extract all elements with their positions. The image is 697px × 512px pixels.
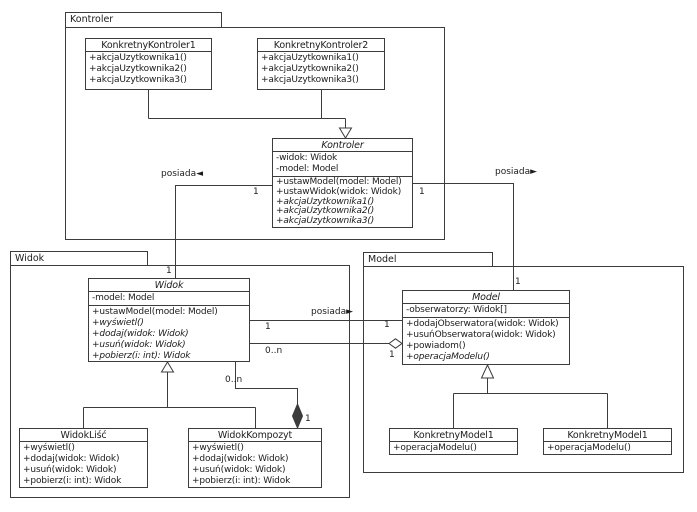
- association-line-kontroler-model: [413, 183, 514, 290]
- composition-line-widok-kompozyt: [235, 362, 298, 404]
- association-label-widok-model: posiada►: [311, 307, 354, 317]
- method-row: +pobierz(i: int): Widok: [92, 351, 191, 361]
- class-methods: +akcjaUzytkownika1() +akcjaUzytkownika2(…: [258, 52, 384, 87]
- method-row: +powiadom(): [406, 341, 466, 351]
- class-widok-kompozyt: WidokKompozyt +wyświetl() +dodaj(widok: …: [188, 428, 322, 488]
- class-methods: +operacjaModelu(): [544, 442, 671, 455]
- method-row: +ustawModel(model: Model): [276, 177, 402, 187]
- class-model: Model -obserwatorzy: Widok[] +dodajObser…: [402, 290, 570, 365]
- class-title: Widok: [89, 279, 249, 292]
- multiplicity-obserwatorzy-widok-end: 0..n: [265, 346, 283, 356]
- method-row: +akcjaUzytkownika2(): [276, 206, 375, 217]
- class-konkretny-model1-left: KonkretnyModel1 +operacjaModelu(): [389, 428, 518, 455]
- multiplicity-widok-model-widok-end: 1: [265, 322, 271, 332]
- class-title: Model: [403, 291, 569, 304]
- attribute-row: -model: Model: [92, 293, 155, 303]
- association-label-kontroler-widok: posiada◄: [161, 169, 204, 179]
- method-row: +operacjaModelu(): [547, 443, 631, 453]
- multiplicity-kontroler-widok-widok-end: 1: [166, 266, 172, 276]
- generalization-arrow-kontroler: [338, 127, 353, 139]
- method-row: +pobierz(i: int): Widok: [23, 476, 122, 486]
- method-row: +dodaj(widok: Widok): [23, 454, 120, 464]
- package-label: Kontroler: [70, 14, 114, 25]
- method-row: +akcjaUzytkownika3(): [261, 75, 359, 85]
- method-row: +akcjaUzytkownika1(): [89, 53, 187, 63]
- generalization-line-model: [453, 378, 608, 428]
- association-label-kontroler-model: posiada►: [495, 167, 538, 177]
- method-row: +akcjaUzytkownika2(): [89, 64, 187, 74]
- class-methods: +akcjaUzytkownika1() +akcjaUzytkownika2(…: [86, 52, 211, 87]
- method-row: +wyświetl(): [192, 443, 244, 453]
- class-attributes: -widok: Widok -model: Model: [273, 152, 412, 177]
- attribute-row: -widok: Widok: [276, 153, 338, 163]
- class-widok: Widok -model: Model +ustawModel(model: M…: [88, 278, 250, 362]
- class-methods: +wyświetl() +dodaj(widok: Widok) +usuń(w…: [189, 442, 321, 488]
- method-row: +usuń(widok: Widok): [23, 465, 117, 475]
- method-row: +akcjaUzytkownika1(): [276, 196, 375, 207]
- method-row: +akcjaUzytkownika3(): [89, 75, 187, 85]
- class-methods: +ustawModel(model: Model) +ustawWidok(wi…: [273, 177, 412, 228]
- class-title: WidokLiść: [20, 429, 147, 442]
- class-title: KonkretnyModel1: [390, 429, 517, 442]
- method-row: +akcjaUzytkownika3(): [276, 216, 375, 227]
- method-row: +usuń(widok: Widok): [92, 340, 186, 350]
- multiplicity-widok-model-model-end: 1: [384, 320, 390, 330]
- class-methods: +dodajObserwatora(widok: Widok) +usuńObs…: [403, 318, 569, 364]
- class-title: WidokKompozyt: [189, 429, 321, 442]
- class-kontroler: Kontroler -widok: Widok -model: Model +u…: [272, 138, 413, 228]
- generalization-line-kontroler: [148, 90, 346, 128]
- multiplicity-kompozycja-widok-end: 0..n: [225, 375, 243, 385]
- attribute-row: -obserwatorzy: Widok[]: [406, 305, 507, 315]
- class-title: KonkretnyModel1: [544, 429, 671, 442]
- multiplicity-kompozycja-kompozyt-end: 1: [305, 414, 311, 424]
- class-konkretny-kontroler1: KonkretnyKontroler1 +akcjaUzytkownika1()…: [85, 38, 212, 90]
- multiplicity-obserwatorzy-model-end: 1: [389, 350, 395, 360]
- class-konkretny-kontroler2: KonkretnyKontroler2 +akcjaUzytkownika1()…: [257, 38, 385, 90]
- class-title: KonkretnyKontroler2: [258, 39, 384, 52]
- class-konkretny-model1-right: KonkretnyModel1 +operacjaModelu(): [543, 428, 672, 455]
- class-title: Kontroler: [273, 139, 412, 152]
- package-label: Widok: [15, 253, 45, 264]
- method-row: +usuńObserwatora(widok: Widok): [406, 330, 556, 340]
- class-methods: +ustawModel(model: Model) +wyświetl() +d…: [89, 306, 249, 363]
- class-methods: +wyświetl() +dodaj(widok: Widok) +usuń(w…: [20, 442, 147, 488]
- method-row: +operacjaModelu(): [393, 443, 477, 453]
- class-attributes: -model: Model: [89, 292, 249, 306]
- aggregation-diamond-model: [388, 338, 403, 349]
- attribute-row: -model: Model: [276, 164, 339, 174]
- method-row: +dodajObserwatora(widok: Widok): [406, 319, 559, 329]
- class-attributes: -obserwatorzy: Widok[]: [403, 304, 569, 318]
- method-row: +akcjaUzytkownika2(): [261, 64, 359, 74]
- method-row: +ustawWidok(widok: Widok): [276, 186, 402, 197]
- generalization-line-widok: [83, 372, 256, 428]
- multiplicity-kontroler-widok-kontroler-end: 1: [253, 187, 259, 197]
- method-row: +pobierz(i: int): Widok: [192, 476, 291, 486]
- method-row: +operacjaModelu(): [406, 352, 490, 362]
- method-row: +dodaj(widok: Widok): [192, 454, 289, 464]
- composition-diamond-kompozyt: [291, 402, 304, 430]
- generalization-arrow-model: [480, 363, 495, 379]
- method-row: +wyświetl(): [23, 443, 75, 453]
- class-widok-lisc: WidokLiść +wyświetl() +dodaj(widok: Wido…: [19, 428, 148, 488]
- method-row: +wyświetl(): [92, 318, 144, 328]
- generalization-arrow-widok: [160, 361, 175, 373]
- association-line-kontroler-widok: [175, 185, 272, 278]
- multiplicity-kontroler-model-kontroler-end: 1: [419, 187, 425, 197]
- class-title: KonkretnyKontroler1: [86, 39, 211, 52]
- method-row: +dodaj(widok: Widok): [92, 329, 189, 339]
- package-label: Model: [368, 254, 397, 265]
- multiplicity-kontroler-model-model-end: 1: [515, 277, 521, 287]
- method-row: +ustawModel(model: Model): [92, 307, 218, 317]
- class-methods: +operacjaModelu(): [390, 442, 517, 455]
- method-row: +usuń(widok: Widok): [192, 465, 286, 475]
- method-row: +akcjaUzytkownika1(): [261, 53, 359, 63]
